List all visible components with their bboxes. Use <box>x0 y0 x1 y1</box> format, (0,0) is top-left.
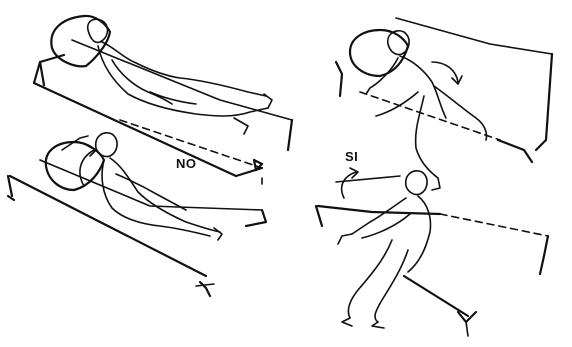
arrow-sit-up <box>342 168 358 198</box>
bed-bottom-left <box>8 160 266 296</box>
person-side <box>366 31 487 190</box>
panel-sitting-edge <box>316 168 548 336</box>
pillow-top-right <box>350 30 408 76</box>
person-sitting <box>338 171 431 328</box>
panel-supine-lying <box>34 16 292 176</box>
label-incorrect: NO <box>176 156 197 171</box>
arrow-turn <box>432 62 462 84</box>
bed-wheel-left <box>254 160 262 184</box>
panel-side-turn <box>336 18 552 190</box>
bed-bottom-right <box>316 176 548 336</box>
label-correct: SI <box>345 149 358 164</box>
panel-wrong-method <box>8 133 266 296</box>
person-supine <box>88 19 272 134</box>
